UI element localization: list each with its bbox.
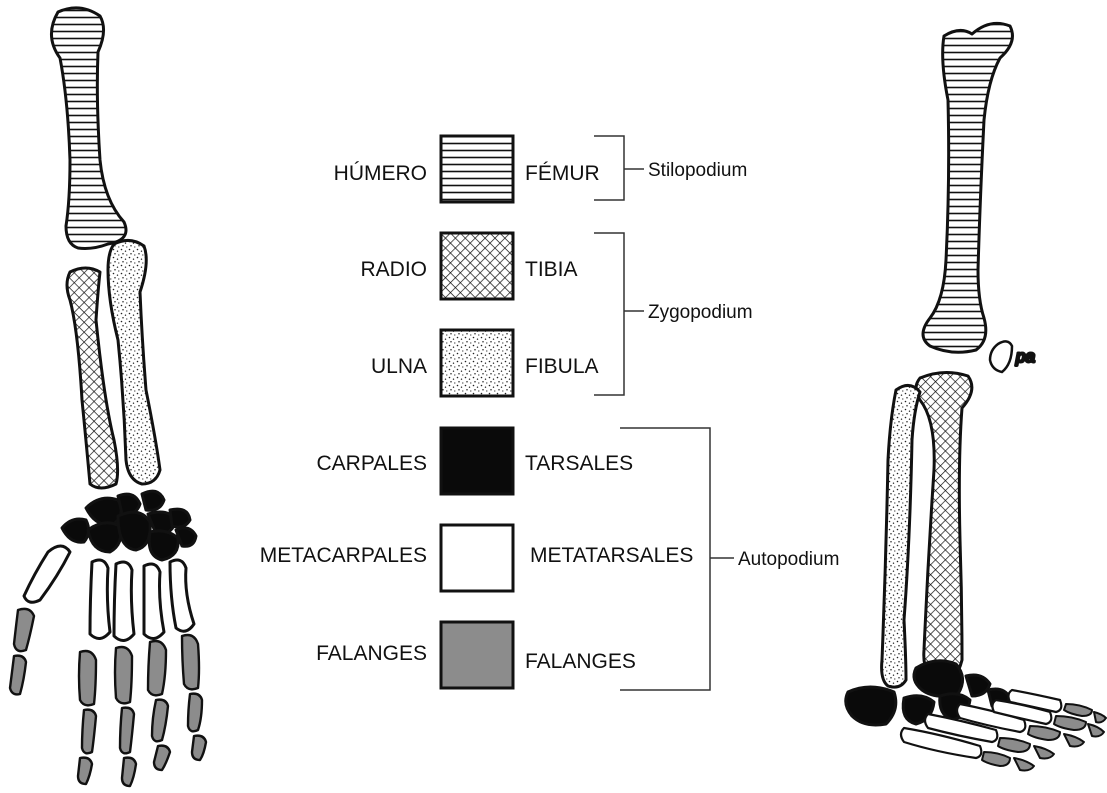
legend-label-fibula: FIBULA [525,355,599,378]
leg-skeleton: pa [846,23,1106,770]
legend-row-ulna: ULNA FIBULA [371,330,599,396]
legend-label-falanges-arm: FALANGES [316,642,427,665]
legend-label-falanges-leg: FALANGES [525,650,636,673]
legend-swatch-crosshatch [441,233,513,299]
legend-label-tibia: TIBIA [525,258,578,281]
legend-swatch-gray [441,622,513,688]
femur [923,23,1012,352]
group-label-zygopodium: Zygopodium [648,302,753,323]
legend-swatch-hatch [441,136,513,202]
patella [990,341,1012,372]
group-label-autopodium: Autopodium [738,549,839,570]
legend-label-carpales: CARPALES [317,452,428,475]
tibia [916,372,972,682]
legend-row-phalanges: FALANGES FALANGES [316,622,636,688]
legend-label-metacarpales: METACARPALES [260,544,427,567]
legend-swatch-black [441,428,513,494]
legend-swatch-stipple [441,330,513,396]
legend-swatch-white [441,525,513,591]
legend-row-carpals: CARPALES TARSALES [317,428,634,494]
humerus [51,8,126,249]
legend-row-stylopod: HÚMERO FÉMUR [334,136,600,202]
legend-row-metacarpals: METACARPALES METATARSALES [260,525,694,591]
bracket-zygopod [594,233,644,395]
legend-label-radio: RADIO [360,258,427,281]
arm-skeleton [10,8,206,786]
legend-label-femur: FÉMUR [525,162,600,185]
legend-label-ulna: ULNA [371,355,427,378]
group-label-stilopodium: Stilopodium [648,160,747,181]
fibula [882,385,920,687]
legend-label-humerus: HÚMERO [334,162,427,185]
legend-label-metatarsales: METATARSALES [530,544,693,567]
legend-row-radius: RADIO TIBIA [360,233,577,299]
legend: HÚMERO FÉMUR RADIO TIBIA ULNA FIBULA CAR… [260,136,840,690]
carpals [62,491,196,560]
bracket-stylopod [594,136,644,200]
patella-label: pa [1015,347,1035,366]
metacarpals [24,546,194,641]
legend-label-tarsales: TARSALES [525,452,633,475]
